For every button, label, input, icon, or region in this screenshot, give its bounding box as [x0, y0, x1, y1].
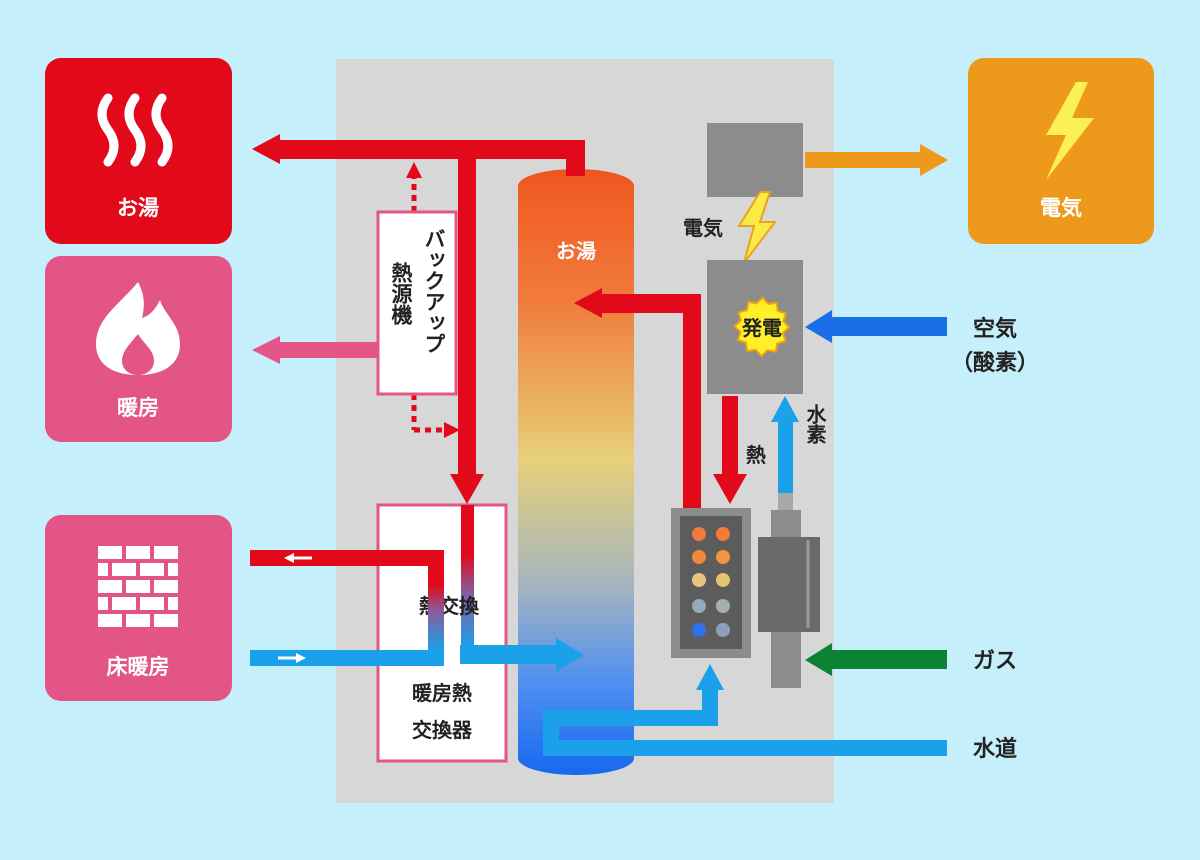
heat-source-label: 熱源機 — [389, 262, 413, 326]
lightning-icon — [1046, 82, 1094, 180]
return-to-tank-arrow — [460, 638, 584, 672]
water-label: 水道 — [973, 736, 1017, 762]
heat-label: 熱 — [746, 443, 766, 467]
heat-recovery-unit — [671, 508, 751, 658]
electricity-output-arrow — [805, 144, 948, 176]
heating-supply-arrow — [252, 336, 380, 364]
hot-water-output-box: お湯 — [45, 58, 232, 244]
exchanger-label-line2: 交換器 — [412, 718, 473, 742]
inverter-box — [707, 123, 803, 197]
heating-label: 暖房 — [117, 396, 159, 420]
electricity-bolt-icon — [737, 191, 778, 264]
gas-reformer — [758, 493, 820, 688]
oxygen-label: （酸素） — [951, 350, 1039, 376]
generation-label: 発電 — [741, 316, 782, 340]
steam-icon — [97, 93, 173, 167]
heat-flow-arrow — [713, 396, 747, 504]
brick-icon — [98, 546, 178, 627]
electricity-label: 電気 — [683, 216, 723, 240]
electricity-output-box: 電気 — [968, 58, 1154, 244]
backup-heat-source-box: バックアップ 熱源機 — [376, 210, 458, 396]
floor-heating-loop — [250, 550, 444, 666]
water-supply-lines — [543, 664, 947, 756]
floor-heating-label: 床暖房 — [107, 655, 170, 679]
floor-heating-output-box: 床暖房 — [45, 515, 232, 701]
backup-label: バックアップ — [422, 228, 446, 354]
power-generation-burst-icon — [733, 296, 791, 358]
hot-water-pipes — [252, 134, 585, 504]
heating-output-box: 暖房 — [45, 256, 232, 442]
fuel-cell-hot-water-return — [574, 288, 701, 508]
exchanger-label-line1: 暖房熱 — [412, 681, 472, 705]
gas-input-arrow — [805, 643, 947, 676]
hydrogen-flow-arrow — [771, 396, 799, 493]
exchanger-inner-pipe — [461, 505, 474, 648]
air-input-arrow — [805, 310, 947, 343]
flame-icon — [96, 282, 180, 375]
hot-water-tank: お湯 — [518, 169, 634, 775]
electricity-output-label: 電気 — [1040, 196, 1082, 220]
fuel-cell-stack-box: 発電 — [707, 260, 803, 394]
air-label: 空気 — [973, 316, 1017, 342]
hydrogen-label: 水素 — [803, 404, 827, 444]
gas-label: ガス — [973, 649, 1017, 674]
tank-label: お湯 — [556, 239, 596, 263]
heating-heat-exchanger-box: 熱交換 暖房熱 交換器 — [376, 503, 508, 763]
backup-dotted-lines — [406, 162, 460, 438]
hot-water-label: お湯 — [117, 196, 159, 220]
